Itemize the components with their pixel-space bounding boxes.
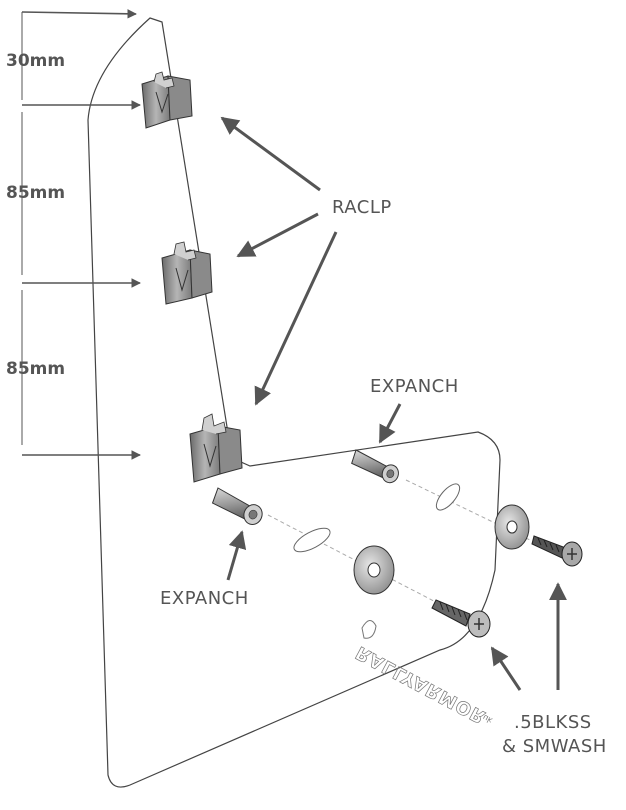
anchor-label-lower: EXPANCH	[160, 588, 249, 609]
mudflap-outline	[87, 17, 501, 788]
mounting-hole-lower	[293, 527, 331, 553]
retaining-clip-1	[141, 71, 193, 129]
screw-label-line2: & SMWASH	[502, 736, 607, 757]
logo-emblem-icon	[361, 620, 377, 639]
reference-arrows	[21, 9, 141, 460]
anchor-label-upper: EXPANCH	[370, 376, 459, 397]
screw-lower	[431, 599, 491, 638]
washer-upper	[494, 504, 530, 550]
expansion-anchor-upper	[351, 449, 399, 484]
screw-pointer-arrows	[490, 582, 567, 691]
screw-label-line1: .5BLKSS	[514, 712, 592, 733]
mounting-hole-upper	[435, 483, 461, 511]
dimension-label-30mm: 30mm	[6, 51, 65, 71]
expansion-anchor-lower	[211, 487, 263, 525]
anchor-lower-arrow	[226, 530, 247, 581]
dimension-label-85mm-lower: 85mm	[6, 359, 65, 379]
logo-suffix: uk	[481, 713, 494, 726]
top-edge-arrow	[21, 9, 137, 19]
retaining-clip-2	[161, 241, 213, 305]
clip-pointer-arrows	[220, 116, 338, 406]
anchor-upper-arrow	[378, 403, 402, 444]
washer-lower	[353, 545, 395, 595]
screw-upper	[531, 535, 583, 567]
dimension-label-85mm-upper: 85mm	[6, 183, 65, 203]
clip-label: RACLP	[332, 197, 392, 218]
retaining-clip-3	[189, 413, 243, 483]
